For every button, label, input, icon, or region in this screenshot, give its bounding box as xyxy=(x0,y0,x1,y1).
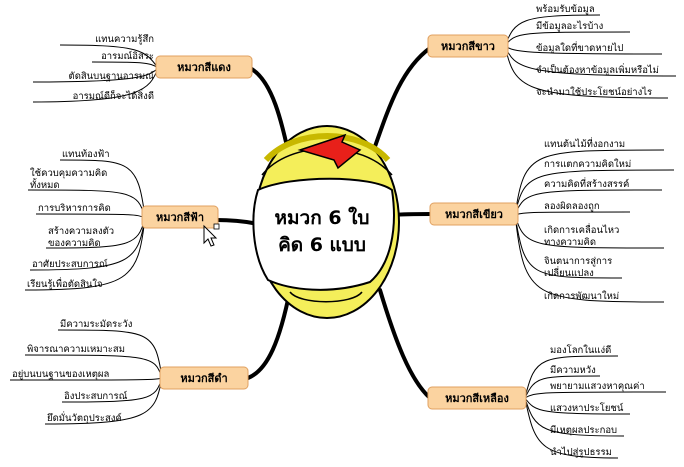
leaves-yellow: มองโลกในแง่ดี มีความหวัง พยายามแสวงหาคุณ… xyxy=(550,344,645,458)
topic-red[interactable]: หมวกสีแดง xyxy=(155,55,253,79)
leaf[interactable]: พยายามแสวงหาคุณค่า xyxy=(550,381,645,392)
leaf[interactable]: พิจารณาความเหมาะสม xyxy=(27,344,125,355)
leaves-green: แทนต้นไม้ที่งอกงาม การแตกความคิดใหม่ ควา… xyxy=(544,137,632,302)
leaf[interactable]: มองโลกในแง่ดี xyxy=(550,344,611,356)
leaf[interactable]: การบริหารการคิด xyxy=(38,203,111,214)
center-title-line1: หมวก 6 ใบ xyxy=(274,206,369,229)
helmet-arrow-icon xyxy=(297,133,362,170)
leaf[interactable]: ลองผิดลองถูก xyxy=(544,201,600,212)
leaves-red: แทนความรู้สึก อารมณ์อิสระ ตัดสินบนฐานอาร… xyxy=(69,34,155,102)
leaf[interactable]: จำเป็นต้องหาข้อมูลเพิ่มหรือไม่ xyxy=(536,63,659,76)
topic-green[interactable]: หมวกสีเขียว xyxy=(429,202,519,226)
topic-black[interactable]: หมวกสีดำ xyxy=(159,366,249,390)
topic-black-label: หมวกสีดำ xyxy=(180,372,227,385)
leaf[interactable]: สร้างความลงตัว xyxy=(48,226,114,237)
leaf[interactable]: อยู่บนบนฐานของเหตุผล xyxy=(12,369,109,380)
leaf[interactable]: อิงประสบการณ์ xyxy=(64,390,128,402)
topic-sky-label: หมวกสีฟ้า xyxy=(156,211,204,224)
leaf[interactable]: แทนต้นไม้ที่งอกงาม xyxy=(544,137,625,150)
helmet-center: หมวก 6 ใบ คิด 6 แบบ xyxy=(252,125,400,319)
leaves-black: มีความระมัดระวัง พิจารณาความเหมาะสม อยู่… xyxy=(12,318,132,424)
topic-red-label: หมวกสีแดง xyxy=(177,61,231,74)
topic-white-label: หมวกสีขาว xyxy=(441,40,495,53)
leaf[interactable]: ทางความคิด xyxy=(544,237,596,248)
topic-yellow[interactable]: หมวกสีเหลือง xyxy=(427,386,527,410)
leaf[interactable]: แสวงหาประโยชน์ xyxy=(550,402,624,414)
branch-black xyxy=(246,288,292,380)
leaf[interactable]: ของความคิด xyxy=(48,238,101,249)
leaf[interactable]: อาศัยประสบการณ์ xyxy=(32,258,108,270)
leaf[interactable]: เปลี่ยนแปลง xyxy=(544,266,594,279)
leaf[interactable]: ข้อมูลใดที่ขาดหายไป xyxy=(536,41,623,54)
branch-yellow xyxy=(378,288,432,400)
leaf[interactable]: จะนำมาใช้ประโยชน์อย่างไร xyxy=(536,86,652,98)
topic-green-label: หมวกสีเขียว xyxy=(445,208,503,221)
leaf[interactable]: การแตกความคิดใหม่ xyxy=(544,158,631,170)
topic-white[interactable]: หมวกสีขาว xyxy=(427,34,509,58)
helmet-visor xyxy=(252,177,395,291)
leaf[interactable]: อารมณ์อิสระ xyxy=(101,50,154,62)
leaf[interactable]: เกิดการพัฒนาใหม่ xyxy=(544,290,619,302)
leaf[interactable]: มีเหตุผลประกอบ xyxy=(550,424,617,436)
center-title-line2: คิด 6 แบบ xyxy=(278,234,366,256)
leaf[interactable]: มีข้อมูลอะไรบ้าง xyxy=(536,20,603,32)
leaf[interactable]: เรียนรู้เพื่อตัดสินใจ xyxy=(27,277,103,290)
leaf[interactable]: แทนท้องฟ้า xyxy=(62,149,110,160)
leaf[interactable]: ทั้งหมด xyxy=(30,178,60,191)
leaf[interactable]: ความคิดที่สร้างสรรค์ xyxy=(544,177,629,190)
leaf[interactable]: มีความระมัดระวัง xyxy=(60,318,132,330)
leaf[interactable]: ใช้ควบคุมความคิด xyxy=(30,167,107,179)
branch-white xyxy=(370,46,432,157)
topic-yellow-label: หมวกสีเหลือง xyxy=(445,392,509,405)
leaves-sky: แทนท้องฟ้า ใช้ควบคุมความคิด ทั้งหมด การบ… xyxy=(27,149,114,290)
leaf[interactable]: ตัดสินบนฐานอารมณ์ xyxy=(69,70,155,82)
leaves-white: พร้อมรับข้อมูล มีข้อมูลอะไรบ้าง ข้อมูลใด… xyxy=(536,4,659,98)
topic-sky[interactable]: หมวกสีฟ้า xyxy=(141,205,220,230)
mouse-cursor-icon xyxy=(203,224,218,247)
collapse-handle[interactable] xyxy=(213,223,220,230)
leaf[interactable]: ยึดมั่นวัตถุประสงค์ xyxy=(47,411,122,424)
leaf[interactable]: จินตนาการสู่การ xyxy=(544,256,613,267)
leaf[interactable]: มีความหวัง xyxy=(550,364,596,376)
leaf[interactable]: นำไปสู่รูปธรรม xyxy=(550,446,612,458)
leaf[interactable]: เกิดการเคลื่อนไหว xyxy=(544,223,619,236)
leaf[interactable]: พร้อมรับข้อมูล xyxy=(536,4,595,15)
leaf[interactable]: อารมณ์ดีก็จะได้สิ่งดี xyxy=(73,89,154,102)
leaf[interactable]: แทนความรู้สึก xyxy=(95,34,154,45)
